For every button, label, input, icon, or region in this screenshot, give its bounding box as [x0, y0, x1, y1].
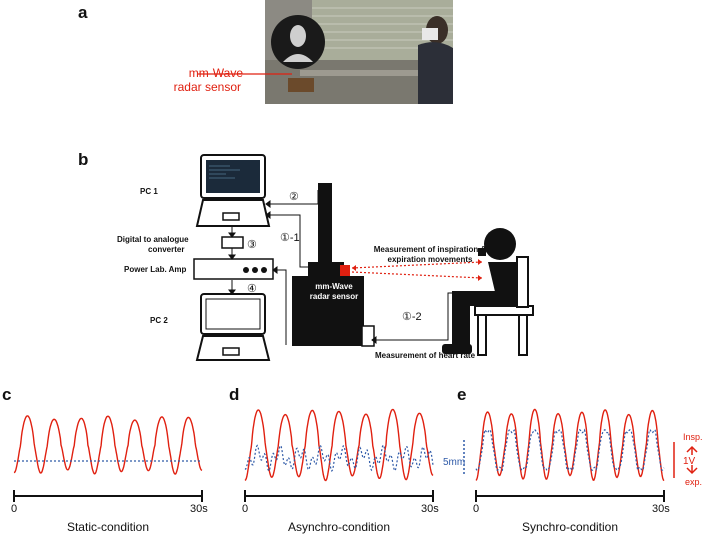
plot-e-condition: Synchro-condition [522, 520, 618, 534]
amp-label: Power Lab. Amp [124, 265, 186, 274]
asynchro-signal-line [245, 410, 433, 481]
plot-synchro [476, 409, 664, 480]
synchro-signal-line [476, 409, 664, 480]
pc1-label: PC 1 [140, 187, 158, 196]
plot-c-x-end: 30s [190, 503, 208, 515]
step1-1-marker: ①-1 [280, 232, 300, 244]
asynchro-reference-line [245, 445, 433, 471]
mm-scale-label: 5mm [443, 457, 465, 468]
step1-2-marker: ①-2 [402, 311, 422, 323]
radar-label-line1: mm-Wave [315, 282, 353, 291]
panel-label-d: d [229, 385, 239, 404]
time-axes [14, 490, 664, 502]
plot-c-condition: Static-condition [67, 520, 149, 534]
plot-d-condition: Asynchro-condition [288, 520, 390, 534]
respiration-measure-arrows [352, 262, 482, 278]
panel-label-e: e [457, 385, 466, 404]
plot-e-x-start: 0 [473, 503, 479, 515]
panel-label-c: c [2, 385, 11, 404]
measure-respiration-line2: expiration movements [388, 255, 473, 264]
plot-d-x-start: 0 [242, 503, 248, 515]
plot-d-x-end: 30s [421, 503, 439, 515]
plot-c-x-start: 0 [11, 503, 17, 515]
dac-label-line2: converter [148, 245, 184, 254]
pc2-label: PC 2 [150, 316, 168, 325]
pc2-laptop-icon [197, 294, 269, 360]
radar-label-line2: radar sensor [310, 292, 358, 301]
dac-label-line1: Digital to analogue [117, 235, 189, 244]
volt-scale-label: 1V [683, 456, 696, 467]
step3-marker: ③ [247, 239, 257, 251]
pc1-laptop-icon [197, 155, 269, 226]
photo-sensor-label-line2: radar sensor [174, 80, 241, 94]
panel-label-b: b [78, 150, 88, 169]
dac-box [222, 237, 243, 248]
panel-label-a: a [78, 3, 88, 22]
photo-sensor-label-line1: mm-Wave [189, 66, 244, 80]
exp-label: exp. [685, 477, 702, 487]
plot-static [14, 416, 202, 474]
insp-label: Insp. [683, 432, 703, 442]
radar-sensor-tower [292, 183, 374, 346]
static-signal-line [14, 416, 202, 474]
step2-marker: ② [289, 191, 299, 203]
plot-e-x-end: 30s [652, 503, 670, 515]
measure-respiration-line1: Measurement of inspiration & [374, 245, 487, 254]
plot-asynchro [245, 410, 433, 481]
power-lab-amp-box [194, 259, 273, 279]
